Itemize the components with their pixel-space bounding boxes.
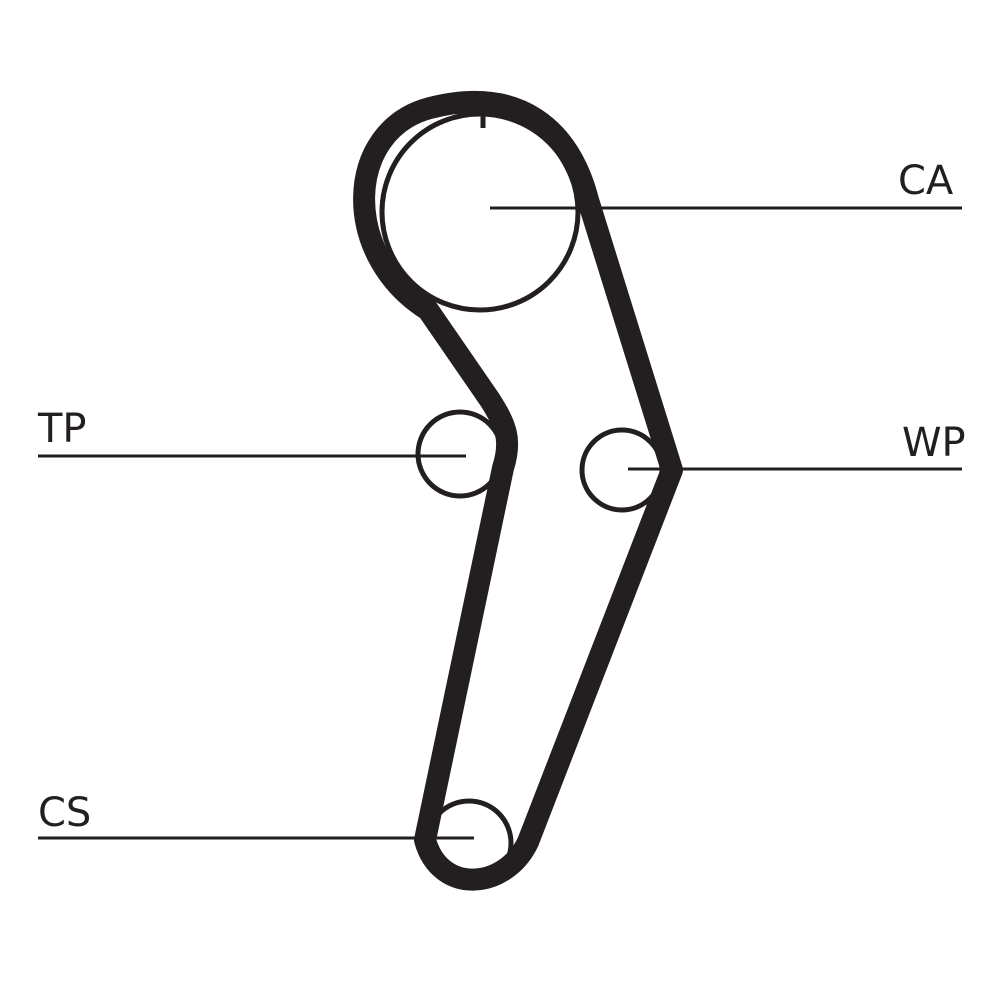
camshaft-pulley [379, 111, 581, 313]
water-pump-label: WP [902, 420, 966, 466]
tensioner-label: TP [37, 406, 87, 452]
camshaft-label: CA [898, 158, 954, 204]
tensioner-pulley [415, 409, 505, 499]
timing-belt [353, 90, 683, 891]
camshaft-pulley-circle [379, 111, 581, 313]
crankshaft-label: CS [38, 790, 91, 836]
crankshaft-pulley [424, 798, 514, 888]
